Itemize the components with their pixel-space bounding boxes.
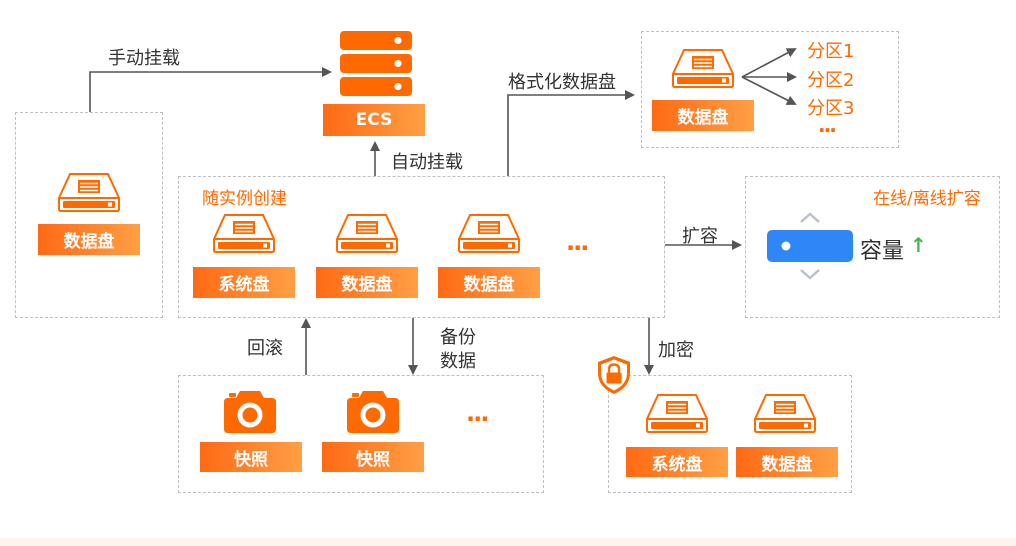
edge-label-rollback: 回滚 <box>247 338 283 359</box>
snapshot-group <box>178 375 544 493</box>
bottom-strip <box>0 538 1016 546</box>
encrypted-data-disk-label: 数据盘 <box>736 447 838 477</box>
disk-drive-icon <box>458 213 520 257</box>
partition-3: 分区3 <box>807 98 855 119</box>
instance-group-title: 随实例创建 <box>202 189 287 209</box>
shield-lock-icon <box>598 356 630 394</box>
ecs-label: ECS <box>323 104 425 136</box>
encrypted-system-disk-label: 系统盘 <box>626 447 728 477</box>
disk-drive-icon <box>646 393 708 437</box>
capacity-up-arrow: ↑ <box>910 233 927 257</box>
edge-format <box>507 90 635 176</box>
partition-group <box>641 31 899 148</box>
camera-icon <box>224 391 276 433</box>
edge-partition-1 <box>741 48 797 78</box>
snapshot-more-ellipsis: ··· <box>466 405 489 433</box>
disk-drive-icon <box>213 213 275 257</box>
disk-drive-icon <box>754 393 816 437</box>
instance-system-disk-label: 系统盘 <box>193 267 295 298</box>
partition-1: 分区1 <box>807 41 855 62</box>
expansion-group-title: 在线/离线扩容 <box>873 189 981 209</box>
edge-label-encrypt: 加密 <box>658 340 694 361</box>
partition-more-ellipsis: ··· <box>818 118 837 142</box>
standalone-disk-label: 数据盘 <box>38 224 140 255</box>
capacity-slider-icon <box>767 212 853 280</box>
instance-data-disk-label-2: 数据盘 <box>438 267 540 298</box>
encrypted-group <box>608 375 852 493</box>
instance-more-ellipsis: ··· <box>566 234 589 262</box>
snapshot-label-2: 快照 <box>322 442 424 472</box>
camera-icon <box>347 391 399 433</box>
edge-manual-mount <box>89 67 332 112</box>
instance-data-disk-label-1: 数据盘 <box>316 267 418 298</box>
capacity-label: 容量 <box>860 239 905 264</box>
expansion-group <box>745 176 1000 318</box>
disk-drive-icon <box>58 172 120 216</box>
edge-label-backup-line1: 备份 <box>440 327 476 348</box>
edge-partition-3 <box>741 76 797 105</box>
edge-label-auto-mount: 自动挂载 <box>391 152 463 173</box>
edge-label-expand: 扩容 <box>682 226 718 247</box>
edge-label-format: 格式化数据盘 <box>508 72 616 93</box>
partition-disk-label: 数据盘 <box>652 100 754 131</box>
instance-group <box>178 176 665 318</box>
snapshot-label-1: 快照 <box>200 442 302 472</box>
server-stack-icon <box>340 31 412 96</box>
standalone-disk-group <box>15 112 163 318</box>
partition-2: 分区2 <box>807 70 855 91</box>
disk-drive-icon <box>336 213 398 257</box>
edge-label-backup-line2: 数据 <box>440 351 476 372</box>
disk-drive-icon <box>672 48 734 92</box>
edge-label-manual-mount: 手动挂载 <box>108 48 180 69</box>
